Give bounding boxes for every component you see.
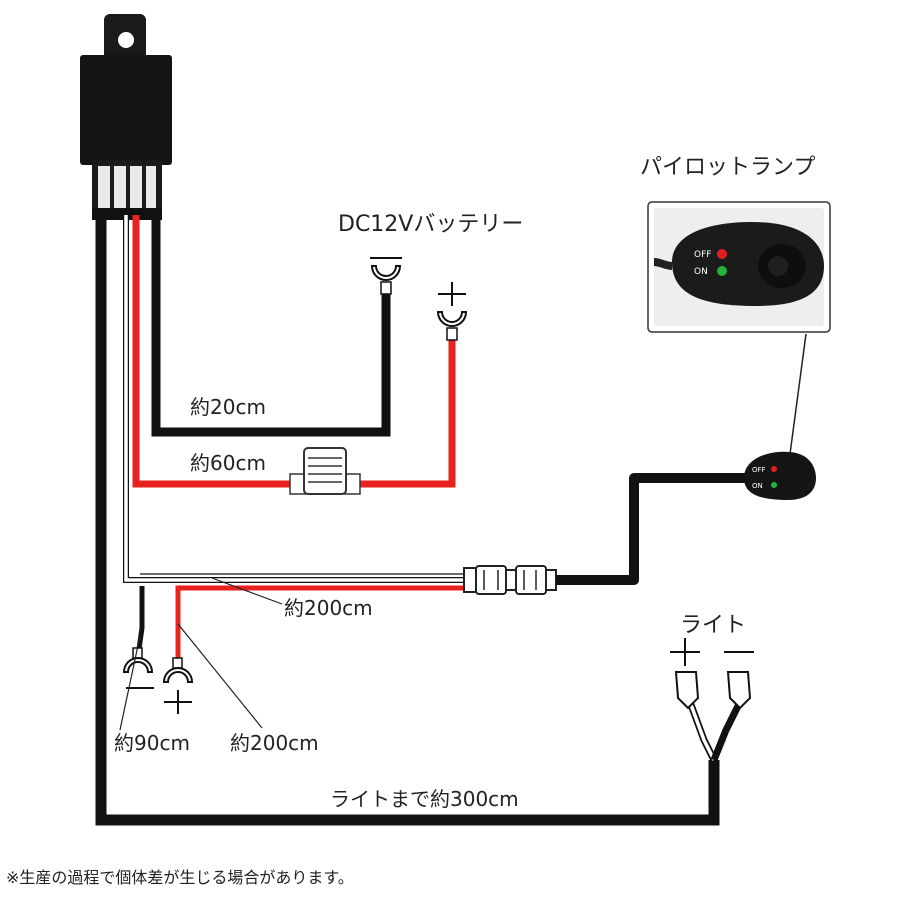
lamp-on-label: ON bbox=[694, 267, 708, 277]
switch-led-green bbox=[771, 482, 777, 488]
length-60-label: 約60cm bbox=[190, 451, 266, 475]
battery-minus-terminal bbox=[370, 257, 402, 295]
lamp-led-red bbox=[717, 249, 727, 259]
light-label: ライト bbox=[680, 613, 746, 638]
light-minus-plug bbox=[726, 671, 752, 710]
battery-label: DC12Vバッテリー bbox=[338, 212, 523, 237]
callout-leader bbox=[789, 333, 807, 455]
relay-mount-hole bbox=[118, 32, 134, 48]
lamp-off-label: OFF bbox=[694, 250, 711, 260]
wire-white-harness-outline bbox=[123, 215, 466, 583]
wire-black-ground bbox=[135, 586, 145, 657]
wire-black-battery bbox=[151, 215, 391, 437]
fuse-holder bbox=[289, 447, 361, 495]
length-90-label: 約90cm bbox=[114, 731, 190, 755]
harness-connector bbox=[463, 565, 557, 595]
wire-white-harness bbox=[124, 215, 466, 582]
wire-black-main bbox=[95, 215, 720, 826]
ground-terminal bbox=[122, 647, 154, 689]
wire-red-power bbox=[175, 585, 466, 664]
switch-on-label: ON bbox=[752, 482, 763, 490]
length-200-power-label: 約200cm bbox=[230, 731, 319, 755]
pilot-lamp-callout: OFF ON bbox=[647, 201, 831, 333]
light-connectors bbox=[670, 638, 754, 762]
wire-red-battery-2 bbox=[352, 338, 456, 488]
battery-plus-terminal bbox=[436, 282, 468, 341]
wire-red-battery bbox=[132, 215, 300, 488]
length-200-harness-label: 約200cm bbox=[284, 596, 373, 620]
switch-off-label: OFF bbox=[752, 466, 766, 474]
length-20-label: 約20cm bbox=[190, 395, 266, 419]
relay bbox=[80, 14, 172, 220]
leader-200-harness bbox=[211, 577, 283, 605]
lamp-led-green bbox=[717, 266, 727, 276]
leader-200-power bbox=[177, 623, 263, 729]
power-plus-terminal bbox=[162, 657, 194, 714]
relay-body bbox=[80, 55, 172, 165]
wire-black-switch bbox=[556, 473, 750, 585]
pilot-switch: OFF ON bbox=[744, 451, 816, 500]
leader-90 bbox=[119, 635, 141, 731]
switch-led-red bbox=[771, 466, 777, 472]
footnote: ※生産の過程で個体差が生じる場合があります。 bbox=[6, 868, 354, 887]
light-plus-plug bbox=[674, 671, 700, 710]
pilot-lamp-label: パイロットランプ bbox=[640, 155, 815, 180]
length-300-label: ライトまで約300cm bbox=[330, 787, 519, 811]
